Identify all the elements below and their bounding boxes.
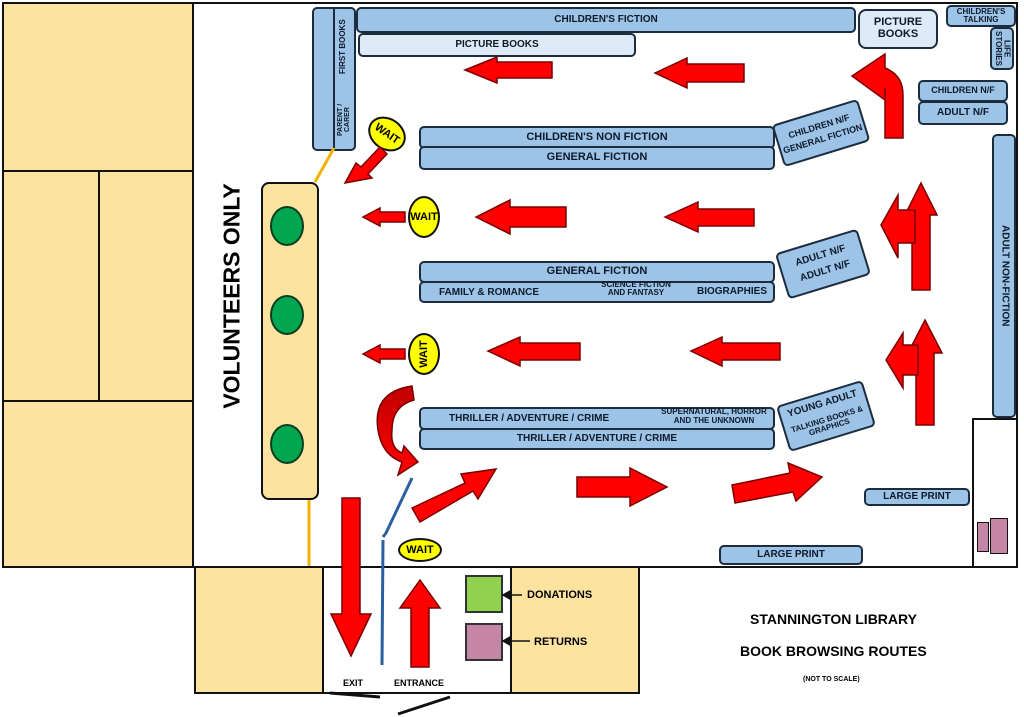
volunteer-seat (270, 295, 304, 335)
entrance-label: ENTRANCE (394, 678, 445, 688)
route-arrow-curved (376, 385, 420, 477)
door (397, 695, 451, 716)
route-arrow (486, 335, 581, 368)
side-room-item (990, 518, 1008, 554)
donations-label: DONATIONS (527, 589, 593, 601)
exit-arrow (329, 497, 373, 658)
queue-divider (380, 539, 385, 666)
route-arrow (474, 198, 567, 236)
wait-marker-upper: WAIT (408, 196, 440, 238)
route-arrow (663, 200, 755, 234)
route-arrow (361, 343, 406, 365)
wait-marker-entrance: WAIT (398, 538, 442, 562)
route-arrow (880, 192, 916, 259)
route-arrow (343, 145, 389, 185)
route-arrow (361, 206, 406, 228)
shelf-family-romance: FAMILY & ROMANCE (439, 287, 540, 298)
room-bottom-a (194, 566, 324, 694)
map-subtitle: BOOK BROWSING ROUTES (740, 643, 927, 659)
shelf-picture-books-box: PICTURE BOOKS (858, 9, 938, 49)
scale-note: (NOT TO SCALE) (803, 676, 860, 683)
library-floor (192, 2, 1018, 568)
room-top-left (2, 2, 194, 172)
shelf-large-print-1: LARGE PRINT (864, 488, 970, 506)
shelf-supernatural: SUPERNATURAL, HORROR AND THE UNKNOWN (661, 407, 767, 425)
returns-label: RETURNS (534, 636, 588, 648)
shelf-adult-non-fiction: ADULT NON-FICTION (992, 134, 1016, 418)
shelf-first-books-divider (333, 9, 335, 149)
wait-marker-middle: WAIT (408, 333, 440, 375)
shelf-general-fiction-1: GENERAL FICTION (419, 146, 775, 170)
volunteer-seat (270, 424, 304, 464)
map-title: STANNINGTON LIBRARY (750, 611, 917, 627)
barrier-line (313, 147, 336, 183)
route-arrow-curved (850, 52, 904, 139)
side-room-item (977, 522, 989, 552)
shelf-childrens-talking: CHILDREN'S TALKING (946, 5, 1016, 27)
shelf-thriller-2: THRILLER / ADVENTURE / CRIME (419, 428, 775, 450)
shelf-fiction-row-2 (419, 281, 775, 303)
route-arrow (885, 330, 919, 391)
shelf-picture-books: PICTURE BOOKS (358, 33, 636, 57)
returns-box (465, 623, 503, 661)
shelf-adult-nf-small: ADULT N/F (918, 101, 1008, 125)
shelf-childrens-fiction: CHILDREN'S FICTION (356, 7, 856, 33)
donations-box (465, 575, 503, 613)
shelf-biographies: BIOGRAPHIES (697, 286, 768, 297)
route-arrow (731, 461, 824, 504)
route-arrow (576, 466, 669, 508)
exit-label: EXIT (343, 678, 364, 688)
entrance-arrow (398, 578, 442, 668)
route-arrow (410, 468, 498, 524)
route-arrow (689, 335, 781, 368)
volunteer-seat (270, 206, 304, 246)
door (329, 691, 381, 699)
shelf-scifi-fantasy: SCIENCE FICTION AND FANTASY (601, 280, 671, 298)
shelf-life-stories: LIFE STORIES (990, 27, 1014, 70)
route-arrow (653, 56, 745, 90)
shelf-thriller-1: THRILLER / ADVENTURE / CRIME (449, 413, 610, 424)
shelf-large-print-2: LARGE PRINT (719, 545, 863, 565)
entrance-lobby (322, 566, 512, 694)
queue-divider (381, 477, 414, 538)
route-arrow (463, 55, 553, 85)
room-mid-left-a (2, 170, 100, 402)
